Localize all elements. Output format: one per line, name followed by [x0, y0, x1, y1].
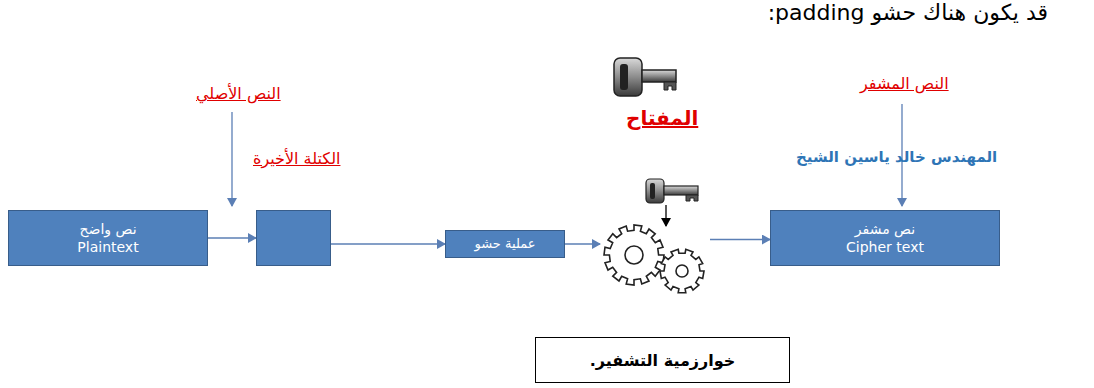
process-box: عملية حشو: [445, 230, 565, 258]
key-icon: [614, 58, 676, 96]
gear-outline: [604, 225, 664, 285]
flow-arrow: [710, 239, 770, 240]
callout-label: النص الأصلي: [196, 84, 281, 103]
watermark: المهندس خالد ياسين الشيخ: [796, 148, 997, 166]
box-text: نص مشفر Cipher text: [842, 220, 928, 256]
flow-arrow: [331, 243, 445, 244]
box-text: نص واضح Plaintext: [65, 220, 151, 256]
caption-box: خوارزمية التشفير.: [535, 337, 790, 383]
flow-arrow: [565, 243, 600, 244]
key-label: المفتاح: [626, 106, 698, 130]
encryption-gears: خوارزمية التشفير.: [600, 213, 710, 298]
flow-arrow: [208, 237, 256, 238]
gear-outline: [660, 249, 704, 292]
key-arrow: [665, 205, 666, 226]
leader-arrow: [231, 112, 232, 206]
gear-hub: [676, 265, 688, 277]
gear-icon: [600, 213, 710, 298]
box-text: عملية حشو: [462, 236, 548, 253]
block-box: الكتلة الأخيرة: [256, 210, 331, 266]
gear-hub: [625, 246, 643, 264]
ciphertext-box: نص مشفر Cipher text: [770, 210, 1000, 266]
block-heading: الكتلة الأخيرة: [253, 149, 340, 168]
callout-label: النص المشفر: [860, 74, 949, 93]
plaintext-box: نص واضح Plaintext: [8, 210, 208, 266]
diagram-title: قد يكون هناك حشو padding:: [768, 0, 1048, 25]
key-icon: [646, 179, 698, 203]
